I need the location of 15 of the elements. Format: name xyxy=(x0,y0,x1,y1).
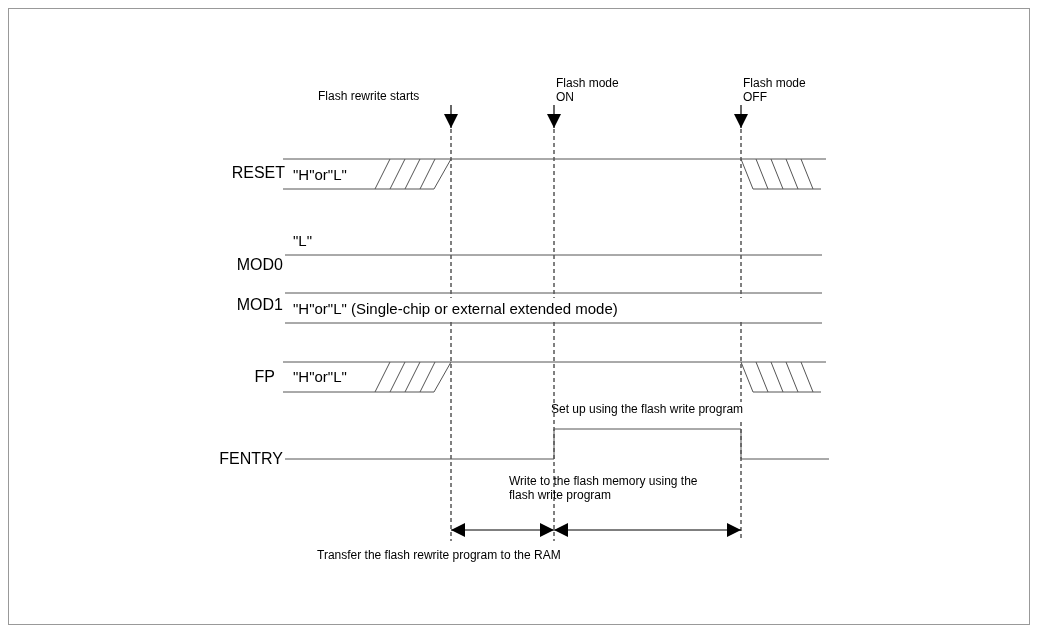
signal-name: FP xyxy=(253,368,275,387)
event-label: Flash mode OFF xyxy=(743,77,807,105)
annotation-text: Set up using the flash write program xyxy=(551,403,744,417)
signal-level-label: "H"or"L" xyxy=(293,166,347,184)
signal-level-label: "H"or"L" xyxy=(293,368,347,386)
annotation-text: Transfer the flash rewrite program to the RAM xyxy=(317,549,561,563)
signal-name: MOD1 xyxy=(235,296,283,315)
signal-name: MOD0 xyxy=(235,256,283,275)
annotation-text: Write to the flash memory using the flash write program xyxy=(509,475,699,503)
signal-name: RESET xyxy=(230,164,285,183)
signal-level-label: "H"or"L" (Single-chip or external extended mode) xyxy=(293,300,618,318)
event-label: Flash rewrite starts xyxy=(318,90,420,104)
signal-name: FENTRY xyxy=(218,450,283,469)
event-label: Flash mode ON xyxy=(556,77,620,105)
signal-level-label: "L" xyxy=(293,232,312,250)
